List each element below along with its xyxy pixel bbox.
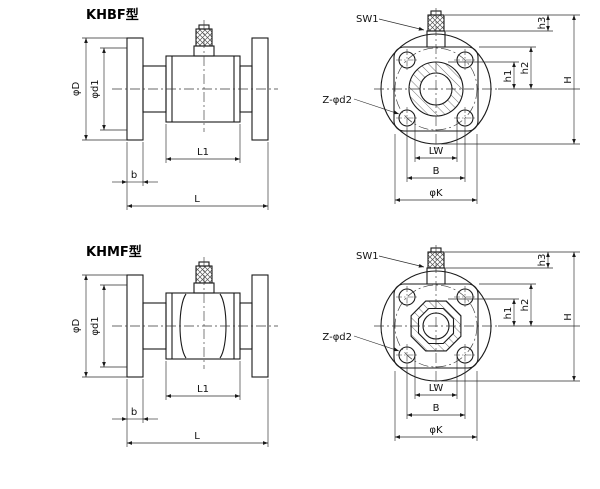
section-title: KHBF型: [86, 7, 139, 23]
side-view: φD φd1 L1 b: [71, 257, 278, 447]
dim-label-l1: L1: [197, 384, 209, 395]
dim-b: b: [112, 142, 158, 210]
section-title: KHMF型: [86, 244, 142, 260]
dim-label-b-bolt: B: [433, 403, 440, 414]
dim-b: b: [112, 379, 158, 447]
dim-l: L: [126, 379, 269, 447]
dim-label-h: H: [563, 313, 574, 321]
dim-label-h1: h1: [503, 70, 514, 83]
section-khmf: KHMF型 φD: [71, 244, 580, 447]
dim-right-stack: h1 h2 h3 H: [441, 14, 580, 145]
callout-sw1: SW1: [356, 251, 425, 268]
dim-label-b-bolt: B: [433, 166, 440, 177]
dim-lw: LW: [414, 357, 458, 399]
side-view: φD φd1 L1 b: [71, 20, 278, 210]
dim-label-b: b: [131, 407, 137, 418]
dim-label-h3: h3: [537, 254, 548, 267]
dim-right-stack: h1 h2 h3 H: [441, 251, 580, 382]
dim-label-phi-d1: φd1: [90, 316, 101, 335]
dim-lw: LW: [414, 120, 458, 162]
dim-label-lw: LW: [429, 383, 444, 394]
label-sw1: SW1: [356, 14, 379, 25]
section-khbf: KHBF型 φD φd1: [71, 7, 580, 210]
dim-label-phi-d: φD: [71, 82, 82, 97]
dim-l1: L1: [165, 124, 241, 163]
dim-label-lw: LW: [429, 146, 444, 157]
dim-l: L: [126, 142, 269, 210]
dim-b-bolt: B: [406, 365, 466, 419]
dim-label-h2: h2: [520, 299, 531, 312]
leader-line: [353, 98, 400, 115]
label-sw1: SW1: [356, 251, 379, 262]
leader-line: [378, 255, 425, 268]
dim-phi-d: φD: [71, 274, 127, 378]
dim-label-l: L: [194, 194, 200, 205]
leader-line: [353, 335, 400, 352]
dim-label-phi-k: φK: [429, 425, 443, 436]
dim-label-phi-d: φD: [71, 319, 82, 334]
callout-z-phi-d2: Z-φd2: [322, 95, 400, 115]
dim-phi-k: φK: [394, 134, 478, 204]
leader-line: [378, 18, 425, 31]
dim-b-bolt: B: [406, 128, 466, 182]
dim-label-l1: L1: [197, 147, 209, 158]
dim-phi-d1: φd1: [90, 284, 127, 368]
dim-phi-k: φK: [394, 371, 478, 441]
dim-label-h: H: [563, 76, 574, 84]
dim-l1: L1: [165, 361, 241, 400]
label-z-phi-d2: Z-φd2: [322, 332, 352, 343]
callout-z-phi-d2: Z-φd2: [322, 332, 400, 352]
front-view: SW1 Z-φd2 LW B: [322, 8, 580, 204]
dim-label-h3: h3: [537, 17, 548, 30]
dim-label-phi-k: φK: [429, 188, 443, 199]
dim-label-phi-d1: φd1: [90, 79, 101, 98]
dim-label-l: L: [194, 431, 200, 442]
dim-label-b: b: [131, 170, 137, 181]
label-z-phi-d2: Z-φd2: [322, 95, 352, 106]
callout-sw1: SW1: [356, 14, 425, 31]
dim-phi-d: φD: [71, 37, 127, 141]
dim-phi-d1: φd1: [90, 47, 127, 131]
front-view: SW1 Z-φd2 LW B: [322, 245, 580, 441]
dim-label-h1: h1: [503, 307, 514, 320]
dim-label-h2: h2: [520, 62, 531, 75]
